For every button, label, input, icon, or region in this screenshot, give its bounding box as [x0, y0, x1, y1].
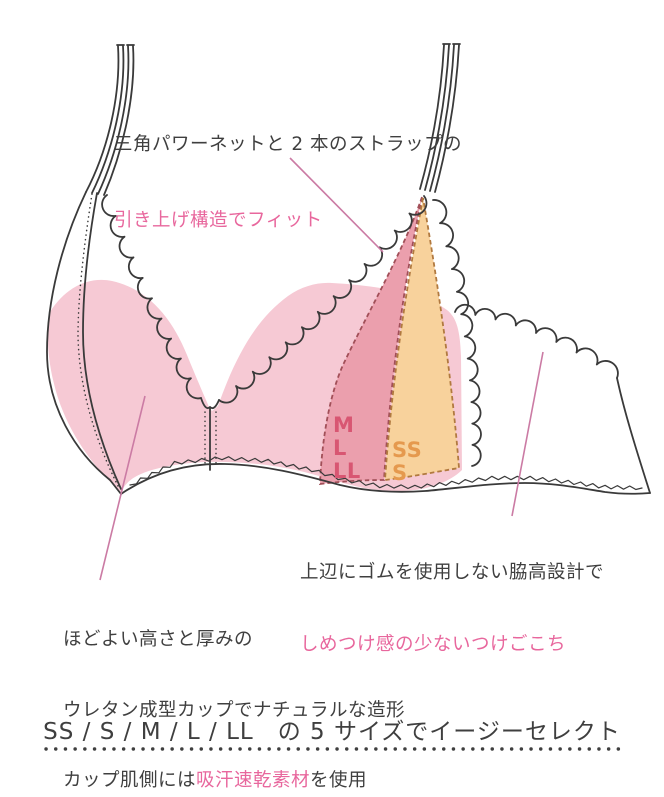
size-label-ss: SS: [392, 438, 422, 462]
right-wing-edge: [616, 377, 651, 494]
cup-feature-line3-after: を使用: [310, 770, 368, 791]
annotation-line-side: [511, 351, 544, 517]
size-label-ll: LL: [333, 459, 361, 483]
wing-top-lace-scallops: [454, 303, 619, 379]
center-gore-stitch-dotted: [204, 411, 217, 465]
cup-feature-line3-before: カップ肌側には: [63, 770, 197, 791]
cup-feature-line2: ウレタン成型カップでナチュラルな造形: [63, 699, 406, 721]
size-label-l: L: [333, 436, 347, 460]
side-feature-highlight: しめつけ感の少ないつけごこち: [300, 633, 567, 655]
cup-feature-line3: カップ肌側には吸汗速乾素材を使用: [63, 770, 405, 791]
left-wing-outer-edge: [46, 191, 122, 495]
size-label-m: M: [333, 413, 354, 437]
left-seam-stitch-dotted: [77, 193, 119, 487]
size-region-ss-s: [384, 197, 460, 482]
side-feature-note: 上辺にゴムを使用しない脇高設計で しめつけ感の少ないつけごこち: [300, 527, 604, 691]
bottom-band-edge: [120, 463, 651, 495]
strap-feature-highlight: 引き上げ構造でフィット: [114, 209, 323, 231]
annotation-line-strap: [289, 157, 384, 253]
size-labels-rose: M L LL: [333, 413, 361, 483]
strap-feature-text: 三角パワーネットと 2 本のストラップの: [114, 134, 463, 155]
size-labels-orange: SS S: [392, 438, 422, 485]
size-region-m-l-ll: [319, 196, 423, 486]
cup-feature-line1: ほどよい高さと厚みの: [63, 629, 254, 650]
left-strap: [85, 44, 135, 196]
size-lineup-text: SS / S / M / L / LL の 5 サイズでイージーセレクト: [43, 719, 621, 745]
right-cup-lace-scallops: [218, 195, 428, 404]
center-gore-v: [200, 397, 220, 410]
cup-feature-line3-highlight: 吸汗速乾素材: [196, 770, 311, 791]
side-feature-text: 上辺にゴムを使用しない脇高設計で: [300, 562, 605, 583]
left-cup-seam: [82, 192, 122, 490]
left-cup-lace-scallops: [101, 194, 202, 400]
size-label-s: S: [392, 461, 408, 485]
right-strap: [419, 43, 461, 193]
cup-feature-note: ほどよい高さと厚みの ウレタン成型カップでナチュラルな造形 カップ肌側には吸汗速…: [63, 594, 405, 797]
right-cup-outer-scallops: [432, 199, 482, 467]
annotation-line-cup: [99, 395, 146, 581]
strap-feature-note: 三角パワーネットと 2 本のストラップの 引き上げ構造でフィット: [114, 99, 462, 267]
